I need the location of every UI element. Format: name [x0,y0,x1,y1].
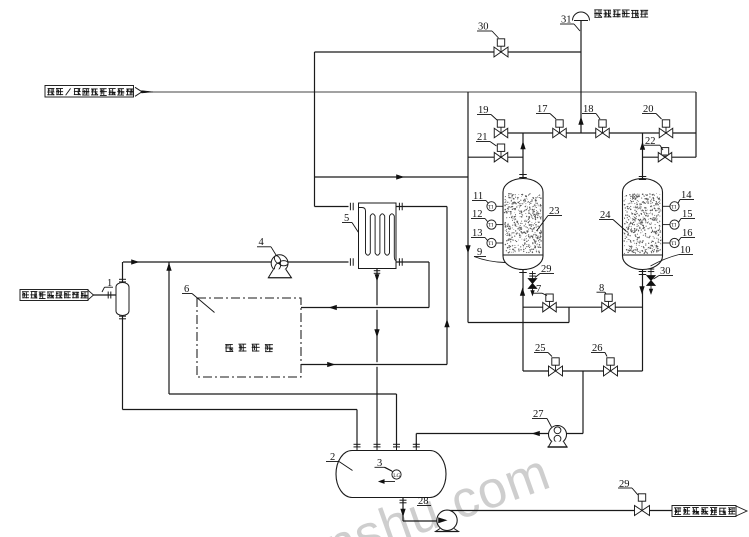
svg-text:6: 6 [184,284,189,295]
svg-text:30: 30 [660,266,671,277]
svg-text:23: 23 [549,206,560,217]
svg-text:31: 31 [561,15,572,26]
svg-text:TI: TI [488,223,493,229]
svg-text:26: 26 [592,343,603,354]
svg-text:30: 30 [478,22,489,33]
svg-text:11: 11 [473,191,483,202]
svg-text:24: 24 [600,210,611,221]
svg-text:12: 12 [472,209,483,220]
svg-text:TI: TI [488,204,493,210]
svg-text:TI: TI [671,241,676,247]
svg-text:8: 8 [599,283,604,294]
svg-text:9: 9 [477,247,482,258]
svg-text:7: 7 [536,284,541,295]
svg-text:4: 4 [259,237,265,248]
svg-text:19: 19 [478,105,489,116]
svg-text:25: 25 [535,343,546,354]
svg-text:14: 14 [681,190,692,201]
svg-text:21: 21 [477,132,488,143]
svg-text:16: 16 [682,228,693,239]
svg-text:1: 1 [107,278,112,289]
svg-text:10: 10 [680,245,691,256]
svg-text:13: 13 [472,228,483,239]
svg-text:22: 22 [645,136,656,147]
svg-text:18: 18 [583,104,594,115]
svg-text:20: 20 [643,104,654,115]
svg-text:LG: LG [393,473,400,479]
svg-text:TI: TI [671,204,676,210]
svg-text:28: 28 [418,496,429,507]
svg-text:17: 17 [537,104,548,115]
svg-text:27: 27 [533,409,544,420]
svg-text:2: 2 [330,452,335,463]
svg-text:15: 15 [682,209,693,220]
svg-text:5: 5 [344,213,349,224]
svg-text:TI: TI [671,223,676,229]
svg-text:29: 29 [541,264,552,275]
svg-text:TI: TI [488,241,493,247]
svg-text:29: 29 [619,479,630,490]
svg-text:3: 3 [377,458,382,469]
